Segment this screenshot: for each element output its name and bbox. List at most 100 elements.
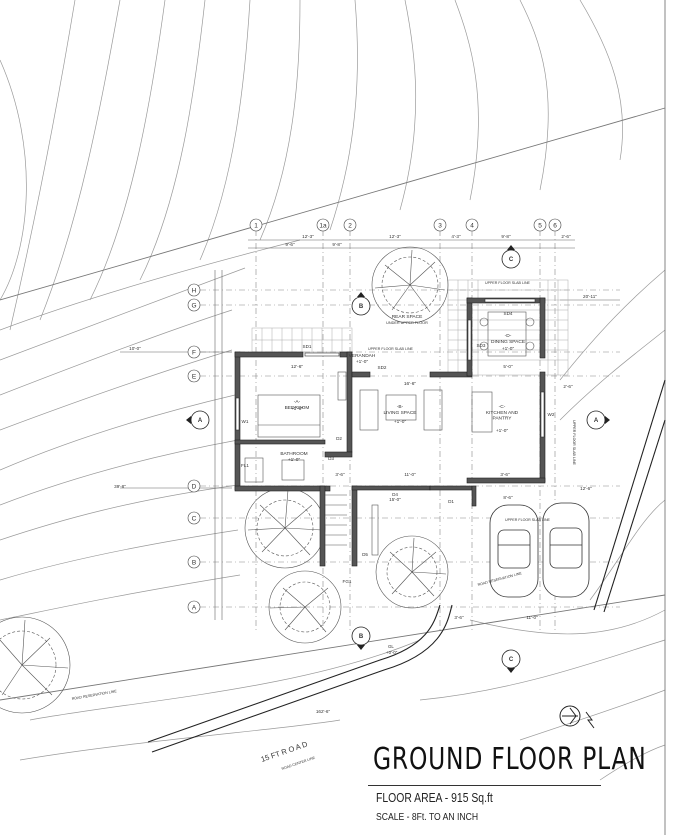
dim-6: 9'-8" [501,234,511,239]
dim-19: 11'-0" [526,615,538,620]
grid-row-labels: H G F E D C B A [191,288,196,612]
room-dining-level: +1'-0" [502,346,515,352]
contour-lines [0,0,666,781]
tag-sd3: SD3 [477,343,486,348]
dim-14: 3'-6" [500,472,510,477]
paving-grid [251,279,569,376]
tag-d5: D5 [362,552,368,557]
room-rear-space: REAR SPACE [392,314,423,320]
tag-fl1: FL1 [241,463,249,468]
road-reservation-line-left: ROAD RESERVATION LINE [71,689,117,701]
dim-18: 15'-0" [389,497,401,502]
room-bathroom: BATHROOM [280,451,307,457]
dim-12: 3'-6" [335,472,345,477]
grid-row-e: E [192,374,197,381]
dim-1: 9'-6" [285,242,295,247]
grid-row-a: A [192,605,197,612]
dim-9: 20'-11" [583,294,597,299]
windows [235,298,545,438]
room-kitchen-level: +1'-0" [496,428,509,434]
room-living-size: 16'-6" [404,381,417,387]
upper-slab-line-2: UPPER FLOOR SLAB LINE [368,347,414,351]
grid-col-3: 3 [438,223,442,230]
scale-text: SCALE - 8Ft. TO AN INCH [376,811,479,823]
ground-level-mark: GL [388,644,394,649]
room-living-level: +1'-0" [394,419,407,425]
grid-col-6: 6 [553,223,557,230]
room-bathroom-level: +1'-0" [288,457,301,463]
title-underline [368,785,601,786]
dim-7: 2'-6" [561,234,571,239]
road-center-line: ROAD CENTER LINE [281,756,316,771]
room-bedroom-size: 12'-6" [291,364,304,370]
room-bedroom: -A-BEDROOM [285,399,310,411]
grid-col-1a: 1a [319,223,327,230]
section-marker-arrows [186,245,610,673]
room-rear-space-note: UNDER UPPER FLOOR [386,321,428,325]
tag-sd4: SD4 [504,311,513,316]
grid-row-b: B [192,560,196,567]
dim-17: 39'-8" [114,484,126,489]
door-window-tags: W1 W2 D2 D3 D4 D5 D1 FG1 FL1 SD1 SD2 SD3… [241,311,555,584]
ground-level-value: +0'-0" [386,650,398,655]
tag-w2: W2 [548,412,555,417]
grid-col-4: 4 [470,223,474,230]
tag-sd2: SD2 [378,365,387,370]
grid-row-g: G [191,303,196,310]
section-a-right: A [594,418,599,424]
section-a-left: A [198,418,203,424]
dim-20: 3'-6" [454,615,464,620]
section-b-top: B [359,304,364,310]
drawing-title: GROUND FLOOR PLAN [373,742,647,777]
dim-21: 162'-6" [316,709,331,714]
grid-row-f: F [192,350,196,357]
north-arrow-icon [559,705,595,729]
grid-column-labels: 1 1a 2 3 4 5 6 [254,223,557,230]
tag-d4: D4 [392,492,398,497]
tag-d3: D3 [328,456,334,461]
trees [0,246,449,714]
section-b-bottom: B [359,634,364,640]
grid-col-2: 2 [348,223,352,230]
grid-col-1: 1 [254,223,258,230]
dim-16: 12'-6" [580,486,592,491]
dim-11: 2'-6" [563,384,573,389]
room-verandah: VERANDAH [349,353,376,359]
grid-row-markers [187,283,201,614]
furniture [244,311,535,556]
dim-15: 8'-6" [503,495,513,500]
section-marker-labels: A A B B C C [198,257,599,663]
tag-d1: D1 [448,499,454,504]
dim-3: 9'-8" [332,242,342,247]
grid-row-c: C [192,516,197,523]
dim-8: 10'-0" [129,346,141,351]
grid-column-markers [249,218,562,232]
upper-slab-line-1: UPPER FLOOR SLAB LINE [485,281,531,285]
grid-row-h: H [192,288,197,295]
room-verandah-level: +1'-0" [356,359,369,365]
upper-slab-line-4: UPPER FLOOR SLAB LINE [572,420,576,466]
dimension-lines [120,239,620,620]
road [147,379,666,753]
dim-5: 4'-3" [451,234,461,239]
tag-w1: W1 [242,419,249,424]
room-labels: -A-BEDROOM +1'-0" 12'-6" BATHROOM +1'-0"… [280,314,525,463]
floor-area-text: FLOOR AREA - 915 Sq.ft [376,790,493,805]
tag-d2: D2 [336,436,342,441]
dim-2: 12'-3" [302,234,314,239]
grid-row-d: D [192,484,197,491]
tag-fg1: FG1 [343,579,352,584]
dim-4: 12'-3" [389,234,401,239]
room-bedroom-level: +1'-0" [291,406,304,412]
site-boundary [0,0,666,835]
dimension-labels: 9'-6" 12'-3" 9'-8" 12'-3" 4'-3" 9'-8" 2'… [114,234,597,714]
section-c-bottom: C [509,657,514,663]
dim-13: 11'-0" [404,472,416,477]
grid-col-5: 5 [538,223,542,230]
upper-slab-line-3: UPPER FLOOR SLAB LINE [505,518,551,522]
dim-10: 5'-0" [503,364,513,369]
section-c-top: C [509,257,514,263]
room-living: -B-LIVING SPACE [384,404,417,416]
